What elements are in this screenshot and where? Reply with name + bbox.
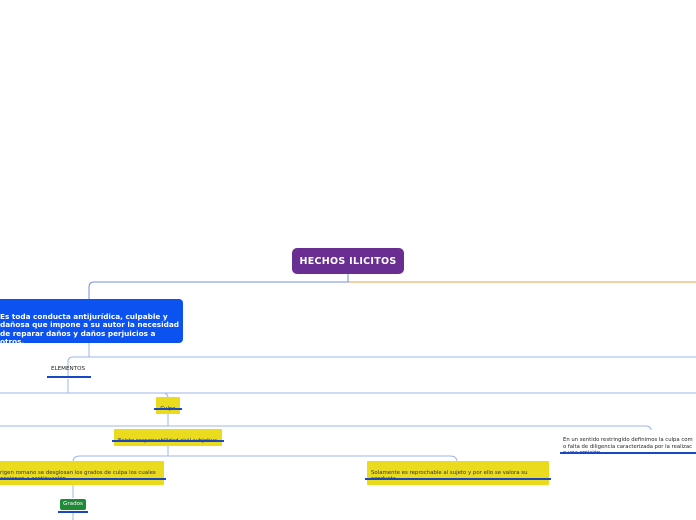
responsabilidad-node[interactable]: Existe responsabilidad civil subjetiva <box>114 429 222 447</box>
reprochable-text: Solamente es reprochable al sujeto y por… <box>371 469 528 483</box>
elementos-node[interactable]: ELEMENTOS <box>51 366 85 372</box>
connector-root-definition <box>88 274 349 299</box>
grados-underline <box>58 511 88 513</box>
definition-node[interactable]: Es toda conducta antijurídica, culpable … <box>0 299 183 355</box>
elementos-label: ELEMENTOS <box>51 366 86 372</box>
definition-text: Es toda conducta antijurídica, culpable … <box>0 311 179 355</box>
sentido-underline <box>560 452 696 454</box>
connector-culpa-right <box>168 425 652 431</box>
grados-label: Grados <box>63 501 83 507</box>
origen-underline <box>0 478 166 480</box>
culpa-underline <box>154 408 182 410</box>
responsabilidad-underline <box>112 440 224 442</box>
culpa-node[interactable]: Culpa <box>156 397 180 415</box>
reprochable-node[interactable]: Solamente es reprochable al sujeto y por… <box>367 461 549 485</box>
grados-node[interactable]: Grados <box>60 499 86 510</box>
reprochable-underline <box>365 478 551 480</box>
connector-definition-elementos <box>67 343 90 376</box>
root-node-hechos-ilicitos[interactable]: HECHOS ILICITOS <box>292 248 404 274</box>
elementos-underline <box>47 376 91 378</box>
connector-root-right <box>347 274 696 283</box>
origen-text: rigen romano se desglosan los grados de … <box>0 469 156 483</box>
origen-node[interactable]: rigen romano se desglosan los grados de … <box>0 461 164 485</box>
root-node-title: HECHOS ILICITOS <box>299 255 397 267</box>
